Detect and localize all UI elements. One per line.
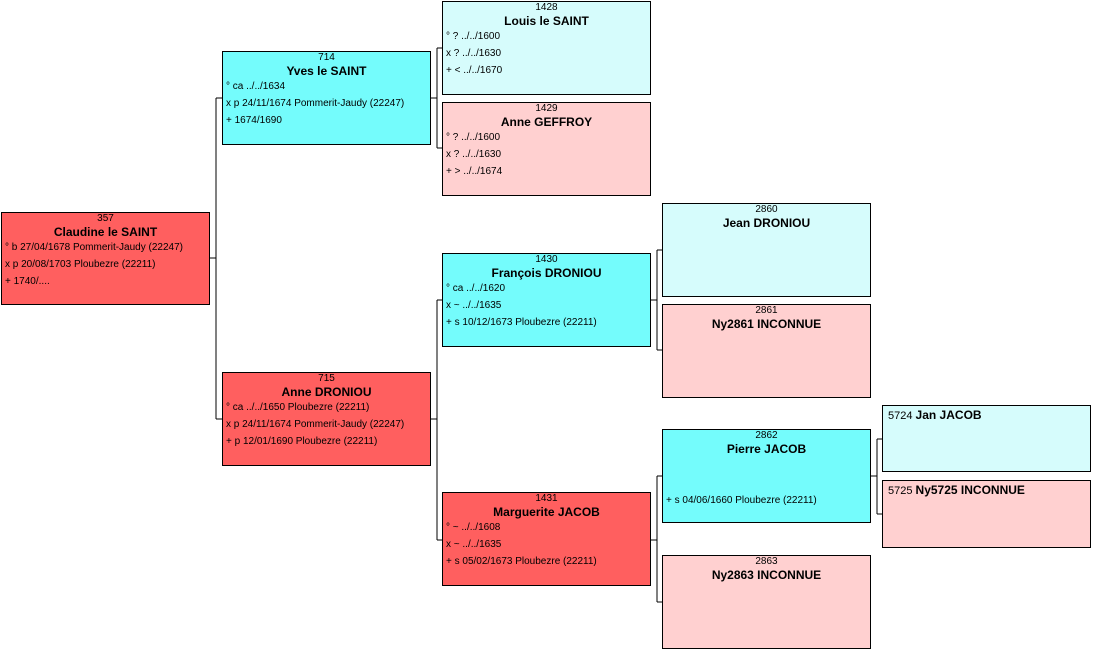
- birth-event: ° b 27/04/1678 Pommerit-Jaudy (22247): [5, 242, 183, 253]
- person-card-1431[interactable]: 1431 Marguerite JACOB ° ~ ../../1608 x ~…: [442, 492, 651, 586]
- person-card-5724[interactable]: 5724 Jan JACOB: [882, 405, 1091, 472]
- person-name: François DRONIOU: [491, 266, 602, 280]
- person-card-5725[interactable]: 5725 Ny5725 INCONNUE: [882, 480, 1091, 548]
- person-card-2861[interactable]: 2861 Ny2861 INCONNUE: [662, 304, 871, 398]
- sosa-number: 357: [97, 213, 114, 224]
- sosa-number: 715: [318, 373, 335, 384]
- person-card-1428[interactable]: 1428 Louis le SAINT ° ? ../../1600 x ? .…: [442, 1, 651, 95]
- person-name: Jan JACOB: [915, 408, 982, 422]
- birth-event: ° ? ../../1600: [446, 31, 501, 42]
- person-card-2862[interactable]: 2862 Pierre JACOB + s 04/06/1660 Ploubez…: [662, 429, 871, 523]
- sosa-number: 5725: [888, 485, 913, 497]
- connector-357: [210, 97, 222, 420]
- death-event: + > ../../1674: [446, 166, 503, 177]
- death-event: + < ../../1670: [446, 65, 503, 76]
- person-card-1430[interactable]: 1430 François DRONIOU ° ca ../../1620 x …: [442, 253, 651, 347]
- person-card-714[interactable]: 714 Yves le SAINT ° ca ../../1634 x p 24…: [222, 51, 431, 145]
- person-name: Louis le SAINT: [504, 14, 589, 28]
- marriage-event: x ? ../../1630: [446, 149, 502, 160]
- person-card-2860[interactable]: 2860 Jean DRONIOU: [662, 203, 871, 297]
- connector-2862: [871, 438, 882, 515]
- marriage-event: x ~ ../../1635: [446, 300, 502, 311]
- death-event: + s 10/12/1673 Ploubezre (22211): [446, 317, 597, 328]
- sosa-number: 2860: [755, 204, 778, 215]
- person-card-715[interactable]: 715 Anne DRONIOU ° ca ../../1650 Ploubez…: [222, 372, 431, 466]
- sosa-number: 2863: [755, 556, 778, 567]
- person-name: Anne DRONIOU: [281, 385, 372, 399]
- person-name: Ny2861 INCONNUE: [711, 317, 822, 331]
- death-event: + p 12/01/1690 Ploubezre (22211): [226, 436, 378, 447]
- connector-715: [431, 299, 442, 541]
- birth-event: ° ~ ../../1608: [446, 522, 501, 533]
- death-event: + 1740/....: [5, 276, 50, 287]
- birth-event: ° ca ../../1620: [446, 283, 506, 294]
- marriage-event: x p 24/11/1674 Pommerit-Jaudy (22247): [226, 98, 405, 109]
- connector-714: [431, 47, 442, 149]
- connector-1430: [651, 249, 662, 351]
- sosa-number: 1428: [535, 2, 558, 13]
- person-card-2863[interactable]: 2863 Ny2863 INCONNUE: [662, 555, 871, 649]
- sosa-number: 2862: [755, 430, 778, 441]
- birth-event: ° ca ../../1650 Ploubezre (22211): [226, 402, 370, 413]
- death-event: + 1674/1690: [226, 115, 282, 126]
- person-card-357[interactable]: 357 Claudine le SAINT ° b 27/04/1678 Pom…: [1, 212, 210, 305]
- death-event: + s 05/02/1673 Ploubezre (22211): [446, 556, 597, 567]
- person-name: Yves le SAINT: [286, 64, 367, 78]
- birth-event: ° ? ../../1600: [446, 132, 501, 143]
- person-name: Ny2863 INCONNUE: [711, 568, 822, 582]
- marriage-event: x ? ../../1630: [446, 48, 502, 59]
- marriage-event: x ~ ../../1635: [446, 539, 502, 550]
- sosa-number: 1431: [535, 493, 558, 504]
- person-name: Marguerite JACOB: [493, 505, 600, 519]
- marriage-event: x p 20/08/1703 Ploubezre (22211): [5, 259, 156, 270]
- person-name: Jean DRONIOU: [722, 216, 811, 230]
- person-name: Pierre JACOB: [726, 442, 807, 456]
- marriage-event: x p 24/11/1674 Pommerit-Jaudy (22247): [226, 419, 405, 430]
- sosa-number: 2861: [755, 305, 778, 316]
- birth-event: ° ca ../../1634: [226, 81, 286, 92]
- person-card-1429[interactable]: 1429 Anne GEFFROY ° ? ../../1600 x ? ../…: [442, 102, 651, 196]
- person-name: Ny5725 INCONNUE: [915, 483, 1025, 497]
- death-event: + s 04/06/1660 Ploubezre (22211): [666, 495, 817, 506]
- connector-1431: [651, 475, 662, 603]
- person-name: Anne GEFFROY: [500, 115, 593, 129]
- sosa-number: 1430: [535, 254, 558, 265]
- sosa-number: 714: [318, 52, 335, 63]
- sosa-number: 5724: [888, 410, 913, 422]
- person-name: Claudine le SAINT: [53, 225, 158, 239]
- sosa-number: 1429: [535, 103, 558, 114]
